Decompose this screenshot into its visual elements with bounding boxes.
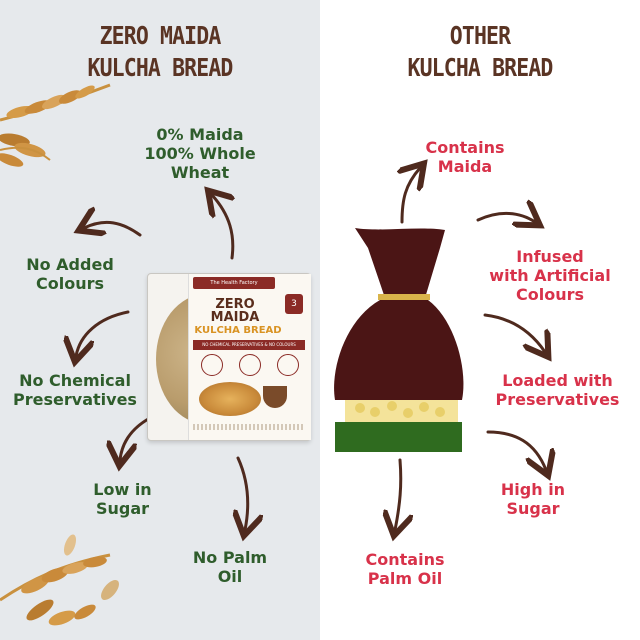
curved-arrow-icon xyxy=(483,313,545,352)
curved-arrow-icon xyxy=(395,458,401,530)
product-claim-strip: NO CHEMICAL PRESERVATIVES & NO COLOURS xyxy=(193,340,305,350)
product-count-badge: 3 xyxy=(285,294,303,314)
wheat-stalk-icon xyxy=(0,534,119,626)
bag-tie xyxy=(378,294,430,300)
fibre-icon xyxy=(239,354,261,376)
curved-arrow-icon xyxy=(212,195,233,260)
right-title-line-1: OTHER xyxy=(449,21,511,50)
curved-arrow-icon xyxy=(84,222,142,235)
zero-maida-product-pack: The Health Factory ZERO MAIDA KULCHA BRE… xyxy=(147,273,311,441)
left-column-title: ZERO MAIDA KULCHA BREAD xyxy=(57,20,263,84)
right-column-title: OTHER KULCHA BREAD xyxy=(373,20,588,84)
product-label: The Health Factory ZERO MAIDA KULCHA BRE… xyxy=(188,274,311,440)
kulcha-plate-image xyxy=(199,382,261,416)
product-brand: The Health Factory xyxy=(193,277,275,289)
product-name: ZERO MAIDA xyxy=(197,298,273,324)
bag-green-band xyxy=(335,422,462,452)
product-name-line-1: ZERO xyxy=(215,297,255,312)
product-fineprint xyxy=(193,424,305,430)
no-palm-oil-icon xyxy=(277,354,299,376)
wheat-stalk-icon xyxy=(0,83,111,167)
curved-arrow-icon xyxy=(120,416,152,460)
right-title-line-2: KULCHA BREAD xyxy=(407,53,553,82)
protein-icon xyxy=(201,354,223,376)
curry-bowl-image xyxy=(263,386,287,408)
product-subname: KULCHA BREAD xyxy=(194,325,282,336)
product-name-line-2: MAIDA xyxy=(210,310,260,325)
curved-arrow-icon xyxy=(476,213,535,222)
curved-arrow-icon xyxy=(76,310,130,356)
curved-arrow-icon xyxy=(486,430,546,470)
left-title-line-2: KULCHA BREAD xyxy=(87,53,233,82)
curved-arrow-icon xyxy=(238,456,248,530)
left-title-line-1: ZERO MAIDA xyxy=(99,21,222,50)
curved-arrow-icon xyxy=(402,168,420,224)
